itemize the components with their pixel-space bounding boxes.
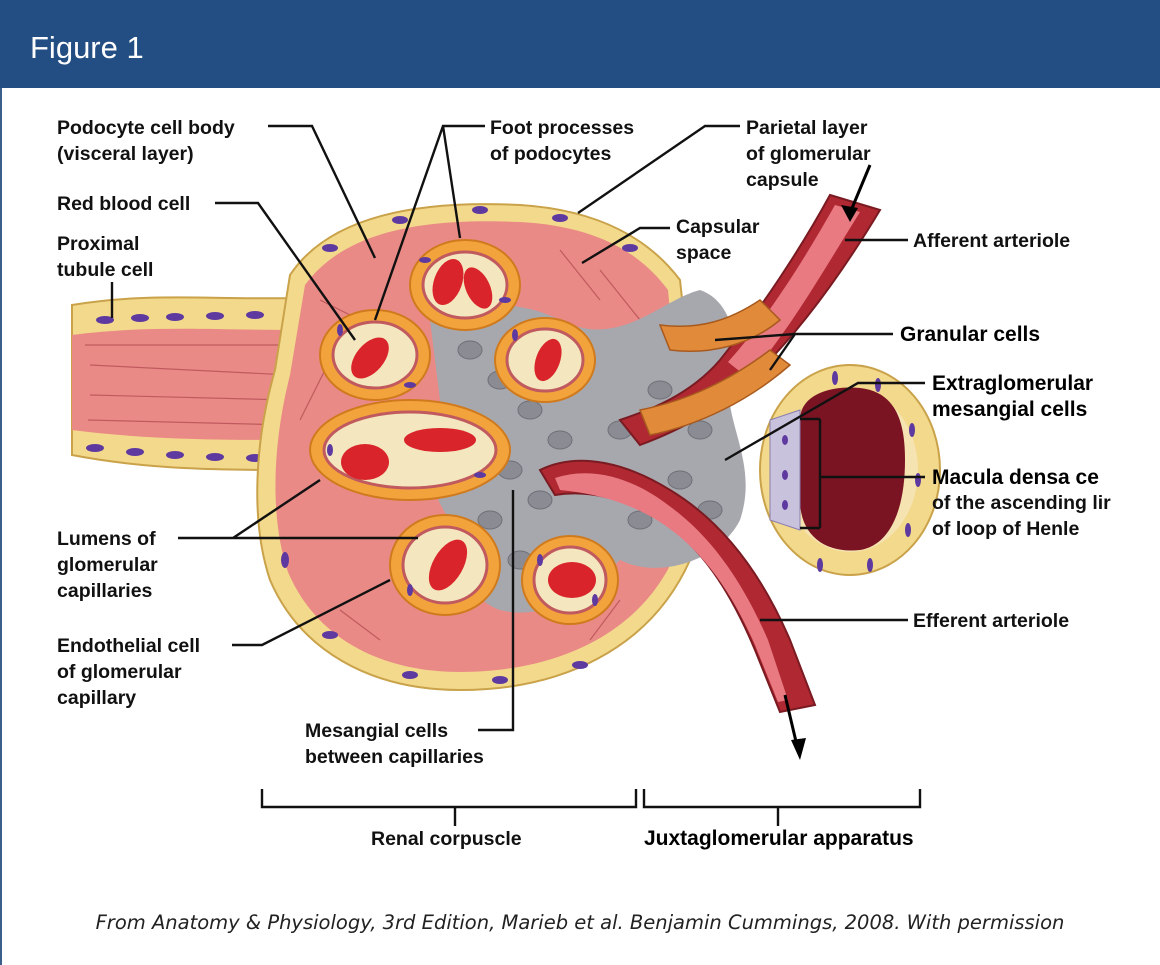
label-afferent-arteriole: Afferent arteriole xyxy=(913,230,1070,252)
label-renal-corpuscle: Renal corpuscle xyxy=(371,828,522,850)
label-granular-cells: Granular cells xyxy=(900,323,1040,346)
ascending-limb-illustration xyxy=(760,365,940,575)
illustration xyxy=(72,165,940,760)
label-juxtaglomerular-apparatus: Juxtaglomerular apparatus xyxy=(644,827,914,850)
label-efferent-arteriole: Efferent arteriole xyxy=(913,610,1069,632)
label-parietal-layer: Parietal layer of glomerular capsule xyxy=(746,117,876,191)
label-endothelial-cell: Endothelial cell of glomerular capillary xyxy=(57,635,205,709)
label-foot-processes: Foot processes of podocytes xyxy=(490,117,640,165)
label-proximal-tubule-cell: Proximal tubule cell xyxy=(57,233,153,281)
label-macula-densa: Macula densa ce of the ascending lir of … xyxy=(932,466,1116,540)
label-extraglomerular-mesangial: Extraglomerular mesangial cells xyxy=(932,372,1099,421)
label-red-blood-cell: Red blood cell xyxy=(57,193,190,215)
label-podocyte-cell-body: Podocyte cell body (visceral layer) xyxy=(57,117,240,165)
label-lumens-of-capillaries: Lumens of glomerular capillaries xyxy=(57,528,163,602)
figure-caption: From Anatomy & Physiology, 3rd Edition, … xyxy=(0,911,1160,934)
label-capsular-space: Capsular space xyxy=(676,216,765,264)
label-mesangial-cells: Mesangial cells between capillaries xyxy=(305,720,484,768)
